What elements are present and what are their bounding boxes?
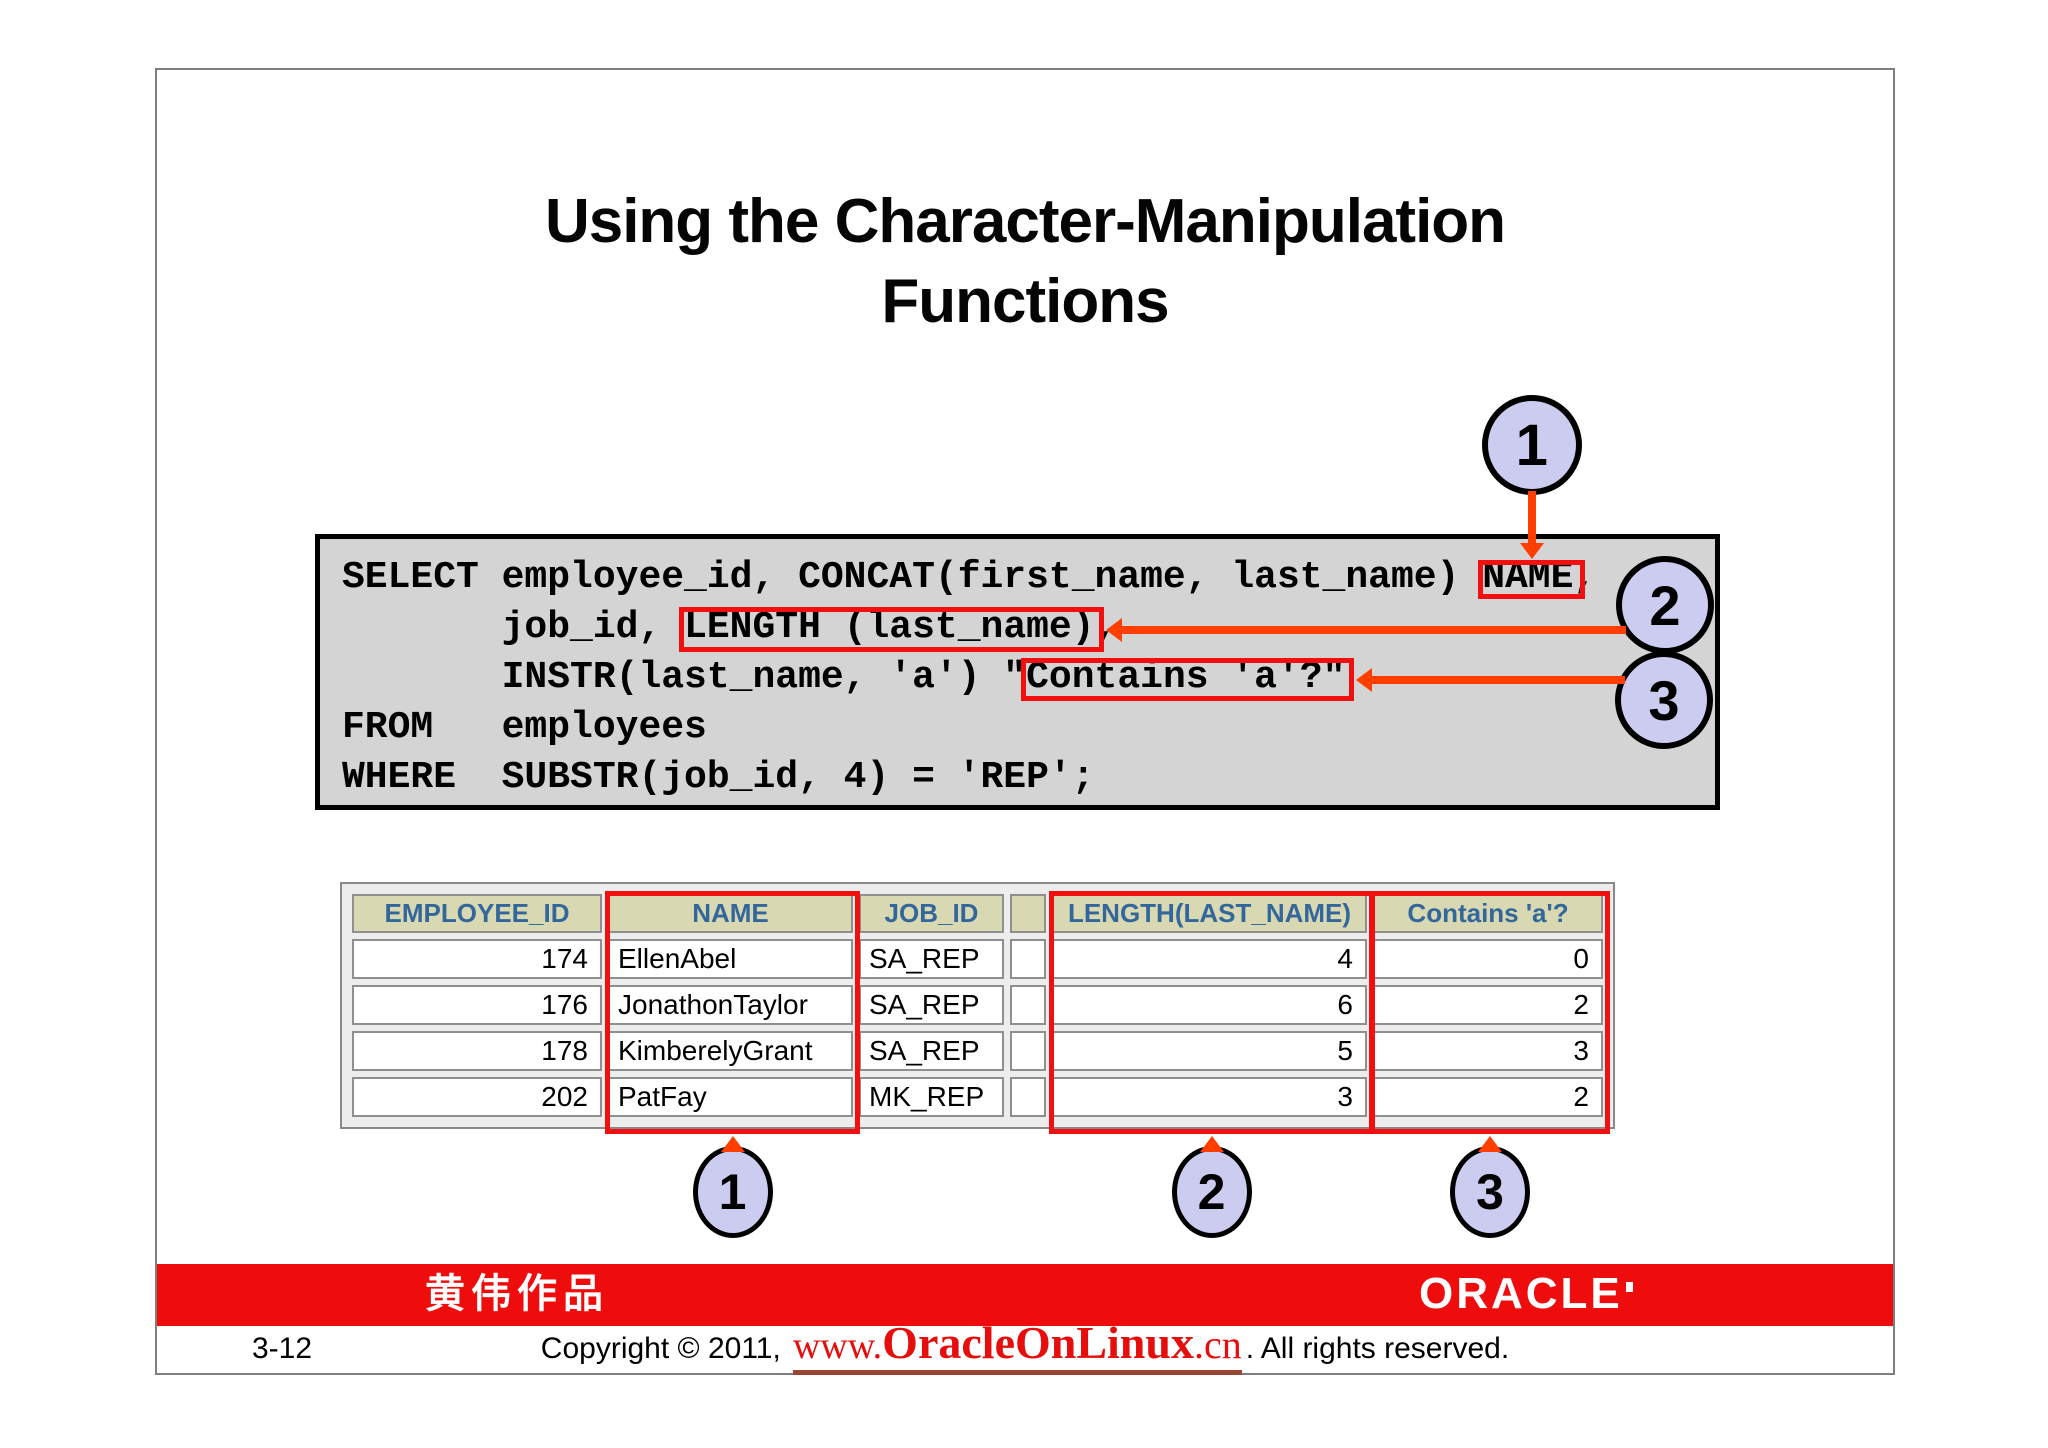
code-hl-box-name — [1478, 560, 1586, 599]
cell-spacer — [1010, 1077, 1046, 1117]
site-url-link[interactable]: www.OracleOnLinux.cn — [792, 1316, 1242, 1375]
callout-circle-1-top: 1 — [1481, 395, 1582, 495]
copyright-suffix: . All rights reserved. — [1245, 1332, 1510, 1365]
url-tld: .cn — [1193, 1322, 1242, 1367]
oracle-registered-icon — [1625, 1282, 1633, 1293]
url-www: www. — [792, 1325, 883, 1367]
slide: Using the Character-Manipulation Functio… — [155, 68, 1895, 1375]
cell-spacer — [1010, 939, 1046, 979]
slide-title-line1: Using the Character-Manipulation — [544, 187, 1506, 256]
callout-2-number: 2 — [1649, 573, 1681, 637]
table-arrow-3-head-up-icon — [1478, 1136, 1502, 1152]
sql-line2-pre: job_id, — [342, 606, 685, 649]
callout-2-number: 2 — [1197, 1164, 1226, 1220]
oracle-logo-text: ORACLE — [1419, 1269, 1623, 1318]
annotation-arrow-1-head-down-icon — [1519, 543, 1544, 559]
cell-length: 6 — [1052, 985, 1367, 1025]
cell-employee-id: 174 — [352, 939, 602, 979]
cell-contains: 2 — [1373, 985, 1603, 1025]
footer-band: 黄伟作品 ORACLE — [157, 1264, 1893, 1326]
annotation-arrow-2-head-left-icon — [1105, 617, 1122, 642]
cell-job-id: SA_REP — [859, 939, 1004, 979]
cell-employee-id: 178 — [352, 1031, 602, 1071]
callout-1-number: 1 — [1515, 412, 1548, 478]
callout-circle-1-bottom: 1 — [692, 1146, 773, 1238]
sql-line5: WHERE SUBSTR(job_id, 4) = 'REP'; — [342, 756, 1095, 799]
callout-3-number: 3 — [1648, 668, 1680, 732]
cell-name: KimberelyGrant — [608, 1031, 853, 1071]
col-header-name: NAME — [608, 894, 853, 933]
table-row: 202 PatFay MK_REP 3 2 — [352, 1077, 1603, 1117]
cell-contains: 3 — [1373, 1031, 1603, 1071]
cell-job-id: MK_REP — [859, 1077, 1004, 1117]
url-domain: OracleOnLinux — [882, 1317, 1194, 1368]
annotation-arrow-3-head-left-icon — [1356, 667, 1373, 692]
cell-length: 3 — [1052, 1077, 1367, 1117]
cell-job-id: SA_REP — [859, 985, 1004, 1025]
copyright-prefix: Copyright © 2011, — [540, 1332, 781, 1365]
result-table-wrapper: EMPLOYEE_ID NAME JOB_ID LENGTH(LAST_NAME… — [340, 882, 1615, 1129]
oracle-logo: ORACLE — [1419, 1264, 1633, 1326]
cell-job-id: SA_REP — [859, 1031, 1004, 1071]
col-header-contains: Contains 'a'? — [1373, 894, 1603, 933]
sql-line3-pre: INSTR(last_name, 'a') " — [342, 656, 1027, 699]
cell-employee-id: 202 — [352, 1077, 602, 1117]
callout-circle-2: 2 — [1616, 556, 1714, 654]
table-col-box-2 — [1049, 891, 1374, 1134]
callout-1-number: 1 — [718, 1164, 747, 1220]
col-header-length: LENGTH(LAST_NAME) — [1052, 894, 1367, 933]
callout-circle-3-bottom: 3 — [1450, 1146, 1530, 1238]
cell-length: 5 — [1052, 1031, 1367, 1071]
cell-spacer — [1010, 1031, 1046, 1071]
table-header-row: EMPLOYEE_ID NAME JOB_ID LENGTH(LAST_NAME… — [352, 894, 1603, 933]
cell-contains: 2 — [1373, 1077, 1603, 1117]
slide-title-line2: Functions — [881, 267, 1169, 336]
cell-name: EllenAbel — [608, 939, 853, 979]
page-number: 3-12 — [252, 1332, 313, 1365]
sql-code-block: SELECT employee_id, CONCAT(first_name, l… — [315, 534, 1720, 810]
cell-name: JonathonTaylor — [608, 985, 853, 1025]
table-arrow-1-head-up-icon — [720, 1136, 745, 1152]
table-row: 174 EllenAbel SA_REP 4 0 — [352, 939, 1603, 979]
table-col-box-1 — [605, 891, 860, 1134]
table-col-box-3 — [1370, 891, 1610, 1134]
footer-brand-chinese: 黄伟作品 — [425, 1272, 609, 1316]
result-table: EMPLOYEE_ID NAME JOB_ID LENGTH(LAST_NAME… — [346, 888, 1609, 1123]
callout-3-number: 3 — [1476, 1164, 1504, 1220]
col-header-spacer — [1010, 894, 1046, 933]
table-arrow-2-head-up-icon — [1199, 1136, 1224, 1152]
table-row: 176 JonathonTaylor SA_REP 6 2 — [352, 985, 1603, 1025]
cell-spacer — [1010, 985, 1046, 1025]
cell-contains: 0 — [1373, 939, 1603, 979]
sql-line1-pre: SELECT employee_id, CONCAT(first_name, l… — [342, 556, 1483, 599]
table-row: 178 KimberelyGrant SA_REP 5 3 — [352, 1031, 1603, 1071]
sql-code-text: SELECT employee_id, CONCAT(first_name, l… — [320, 539, 1715, 803]
copyright-line: Copyright © 2011, www.OracleOnLinux.cn. A… — [157, 1316, 1893, 1375]
annotation-arrow-2-shaft — [1119, 625, 1626, 634]
annotation-arrow-1-shaft — [1527, 491, 1536, 543]
annotation-arrow-3-shaft — [1370, 675, 1625, 684]
col-header-job-id: JOB_ID — [859, 894, 1004, 933]
sql-length-expr: LENGTH (last_name) — [684, 606, 1095, 649]
slide-title: Using the Character-Manipulation Functio… — [157, 182, 1893, 342]
callout-circle-2-bottom: 2 — [1171, 1146, 1252, 1238]
code-hl-box-length — [679, 607, 1104, 652]
callout-circle-3: 3 — [1615, 651, 1713, 749]
sql-contains-alias: Contains 'a'?" — [1026, 656, 1346, 699]
col-header-employee-id: EMPLOYEE_ID — [352, 894, 602, 933]
sql-line4: FROM employees — [342, 706, 707, 749]
cell-name: PatFay — [608, 1077, 853, 1117]
cell-employee-id: 176 — [352, 985, 602, 1025]
code-hl-box-contains — [1021, 658, 1355, 701]
